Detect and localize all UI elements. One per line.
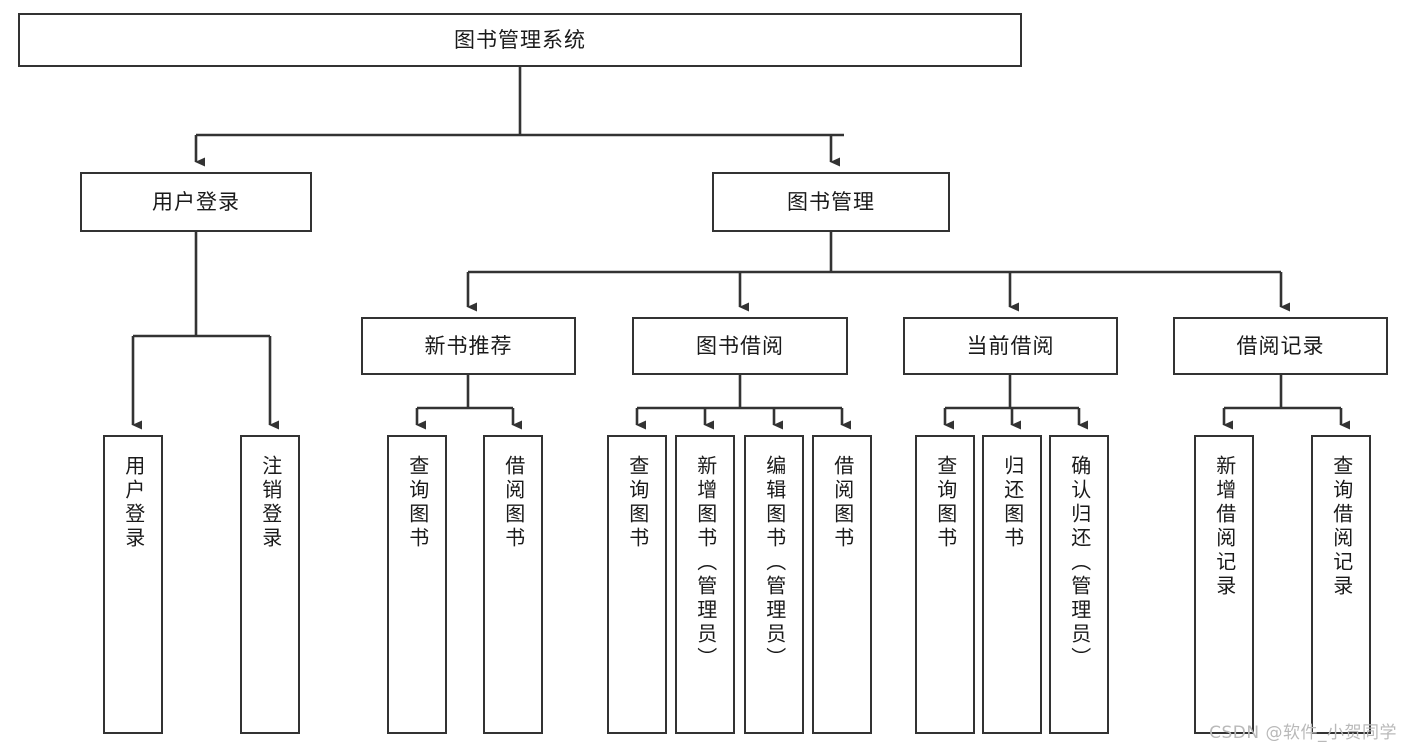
leaf-query-book-current[interactable]: 查询图书 [915, 435, 975, 734]
leaf-edit-book-admin[interactable]: 编辑图书（管理员） [744, 435, 804, 734]
node-new-book-recommend[interactable]: 新书推荐 [361, 317, 576, 375]
leaf-borrow-book-recommend[interactable]: 借阅图书 [483, 435, 543, 734]
node-label: 借阅图书 [830, 455, 855, 551]
node-borrow-record[interactable]: 借阅记录 [1173, 317, 1388, 375]
node-label: 新增借阅记录 [1212, 455, 1237, 599]
node-user-login[interactable]: 用户登录 [80, 172, 312, 232]
leaf-add-book-admin[interactable]: 新增图书（管理员） [675, 435, 735, 734]
leaf-add-borrow-record[interactable]: 新增借阅记录 [1194, 435, 1254, 734]
leaf-return-book[interactable]: 归还图书 [982, 435, 1042, 734]
leaf-borrow-book[interactable]: 借阅图书 [812, 435, 872, 734]
node-label: 编辑图书（管理员） [762, 455, 787, 671]
node-label: 查询图书 [625, 455, 650, 551]
leaf-confirm-return-admin[interactable]: 确认归还（管理员） [1049, 435, 1109, 734]
node-book-management[interactable]: 图书管理 [712, 172, 950, 232]
node-label: 归还图书 [1000, 455, 1025, 551]
node-label: 图书管理 [787, 189, 875, 214]
node-current-borrow[interactable]: 当前借阅 [903, 317, 1118, 375]
node-label: 查询借阅记录 [1329, 455, 1354, 599]
csdn-watermark: CSDN @软件_小贺同学 [1209, 723, 1397, 743]
node-label: 图书管理系统 [454, 27, 586, 52]
leaf-query-book-borrow[interactable]: 查询图书 [607, 435, 667, 734]
node-label: 新书推荐 [424, 333, 513, 358]
node-label: 查询图书 [933, 455, 958, 551]
leaf-query-borrow-record[interactable]: 查询借阅记录 [1311, 435, 1371, 734]
leaf-query-book-recommend[interactable]: 查询图书 [387, 435, 447, 734]
leaf-logout-login[interactable]: 注销登录 [240, 435, 300, 734]
node-label: 当前借阅 [966, 333, 1055, 358]
node-label: 查询图书 [405, 455, 430, 551]
node-label: 借阅记录 [1236, 333, 1325, 358]
node-label: 用户登录 [121, 455, 146, 551]
node-book-borrow[interactable]: 图书借阅 [632, 317, 848, 375]
node-label: 图书借阅 [696, 333, 784, 358]
node-root-system[interactable]: 图书管理系统 [18, 13, 1022, 67]
leaf-user-login[interactable]: 用户登录 [103, 435, 163, 734]
node-label: 用户登录 [152, 189, 240, 214]
node-label: 注销登录 [258, 455, 283, 551]
node-label: 借阅图书 [501, 455, 526, 551]
node-label: 确认归还（管理员） [1067, 455, 1092, 671]
node-label: 新增图书（管理员） [693, 455, 718, 671]
